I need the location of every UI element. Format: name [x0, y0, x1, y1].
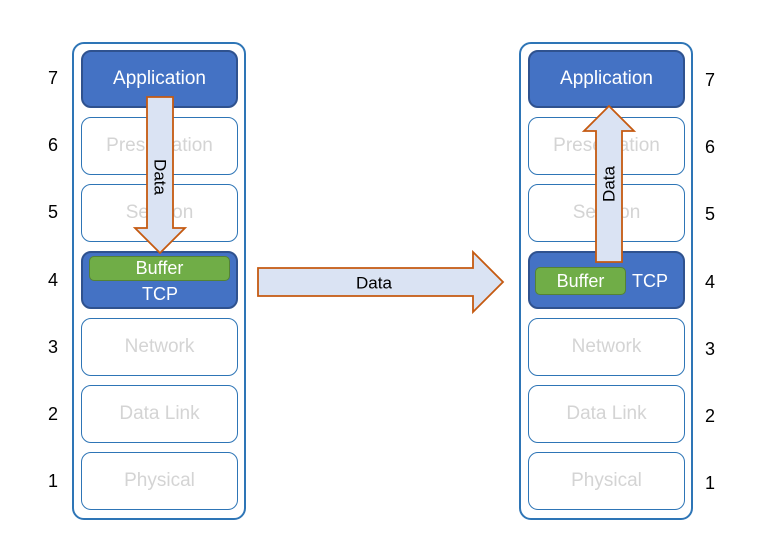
- right-layer-number-2: 2: [704, 406, 715, 426]
- sender-down-arrow-label: Data: [151, 159, 170, 195]
- sender-data-link-layer: Data Link: [81, 385, 238, 443]
- receiver-data-link-layer: Data Link: [528, 385, 685, 443]
- sender-physical-layer: Physical: [81, 452, 238, 510]
- right-layer-number-6: 6: [704, 137, 715, 157]
- left-layer-number-1: 1: [47, 471, 58, 491]
- left-layer-number-6: 6: [47, 135, 58, 155]
- right-layer-number-1: 1: [704, 473, 715, 493]
- transfer-arrow: [257, 249, 505, 315]
- left-layer-number-4: 4: [47, 270, 58, 290]
- receiver-up-arrow-label: Data: [600, 166, 619, 202]
- right-layer-number-3: 3: [704, 339, 715, 359]
- sender-tcp-label: TCP: [142, 284, 178, 304]
- receiver-network-layer: Network: [528, 318, 685, 376]
- receiver-application-layer: Application: [528, 50, 685, 108]
- sender-down-arrow: [132, 96, 188, 255]
- left-layer-number-7: 7: [47, 68, 58, 88]
- left-layer-number-3: 3: [47, 337, 58, 357]
- receiver-physical-layer: Physical: [528, 452, 685, 510]
- receiver-tcp-label: TCP: [632, 271, 668, 291]
- sender-network-layer: Network: [81, 318, 238, 376]
- receiver-up-arrow: [581, 104, 637, 263]
- right-layer-number-5: 5: [704, 204, 715, 224]
- right-layer-number-4: 4: [704, 272, 715, 292]
- left-layer-number-2: 2: [47, 404, 58, 424]
- receiver-buffer: Buffer: [535, 267, 626, 295]
- right-layer-number-7: 7: [704, 70, 715, 90]
- sender-buffer: Buffer: [89, 256, 230, 281]
- transfer-arrow-label: Data: [356, 274, 392, 293]
- left-layer-number-5: 5: [47, 202, 58, 222]
